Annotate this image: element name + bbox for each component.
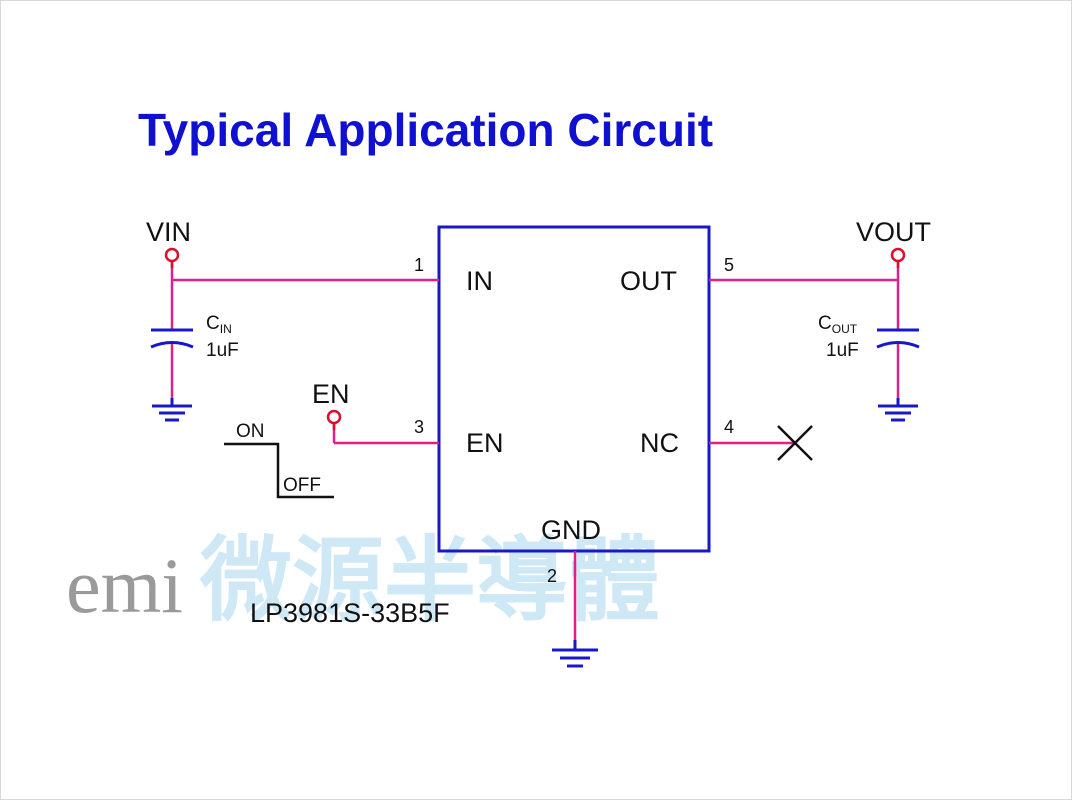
cout-capacitor: [876, 328, 920, 349]
no-connect-mark: [777, 425, 813, 461]
waveform-off-label: OFF: [283, 475, 321, 496]
enable-waveform: [224, 442, 334, 499]
vin-terminal: [164, 247, 180, 263]
ground-symbol-cin: [152, 398, 192, 422]
en-terminal: [326, 409, 342, 425]
pin-nc-name: NC: [640, 428, 679, 458]
part-number: LP3981S-33B5F: [250, 598, 450, 628]
watermark-chinese: 微源半導體: [199, 527, 660, 634]
cin-capacitor: [150, 328, 194, 349]
cout-value: 1uF: [826, 340, 859, 361]
cout-plate-bottom: [876, 341, 920, 349]
pin-in-name: IN: [466, 266, 493, 296]
cout-label: COUT: [818, 313, 858, 336]
waveform-on-label: ON: [236, 421, 265, 442]
pin-out-name: OUT: [620, 266, 677, 296]
pin5-number: 5: [724, 255, 734, 275]
vout-terminal: [890, 247, 906, 263]
wires: [170, 262, 900, 640]
page-title: Typical Application Circuit: [138, 104, 713, 156]
pin-en-name: EN: [466, 428, 504, 458]
vout-label: VOUT: [856, 217, 931, 247]
cin-plate-bottom: [150, 341, 194, 349]
ground-symbol-cout: [878, 398, 918, 422]
en-net-label: EN: [312, 379, 350, 409]
watermark-latin: emi: [66, 542, 183, 629]
vin-label: VIN: [146, 217, 191, 247]
cin-label: CIN: [206, 313, 232, 336]
pin4-number: 4: [724, 417, 734, 437]
pin1-number: 1: [414, 255, 424, 275]
pin-gnd-name: GND: [541, 515, 601, 545]
cin-value: 1uF: [206, 340, 239, 361]
pin3-number: 3: [414, 417, 424, 437]
pin2-number: 2: [547, 566, 557, 586]
ground-symbol-ic: [552, 640, 598, 668]
